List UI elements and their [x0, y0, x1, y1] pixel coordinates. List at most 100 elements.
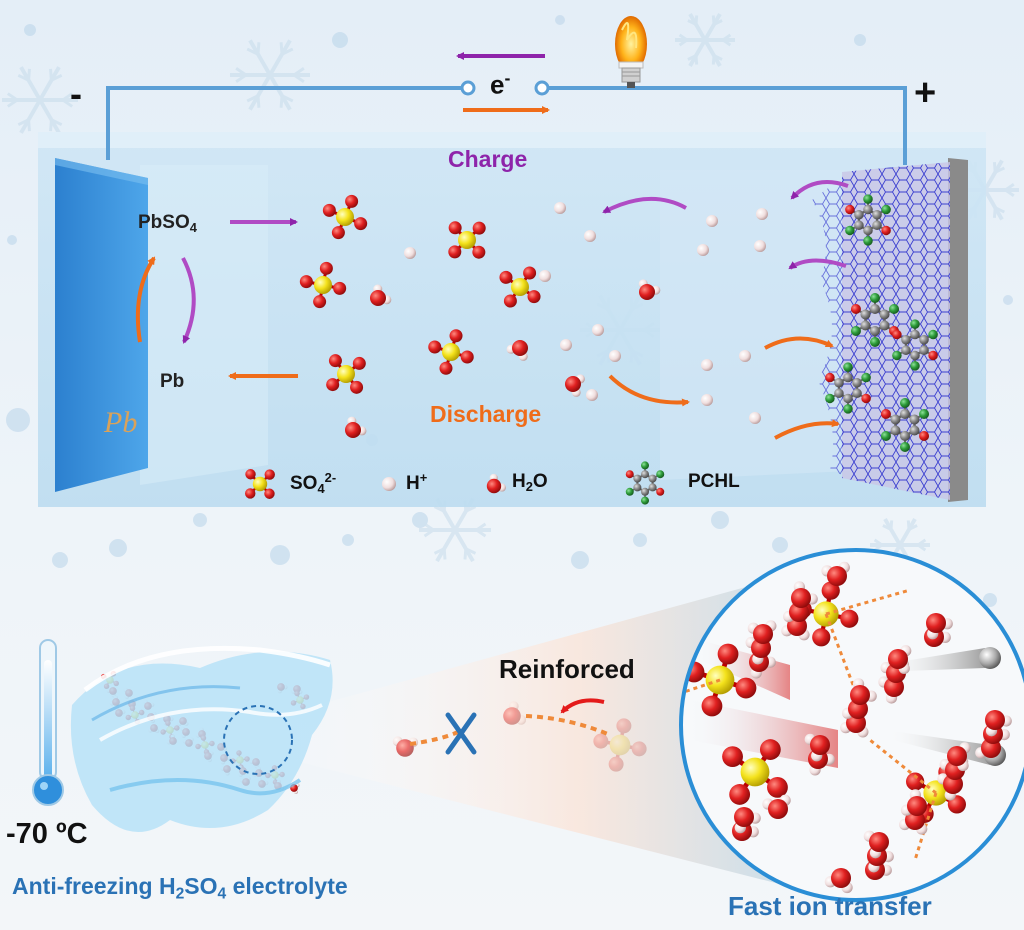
electrolyte-splash [70, 645, 333, 832]
carbon-atom [863, 204, 873, 215]
oxygen-atom [861, 393, 871, 404]
proton [609, 350, 621, 362]
oxygen-atom [313, 295, 327, 309]
oxygen-atom [753, 624, 773, 644]
electrolyte-caption-post: electrolyte [226, 873, 348, 899]
electrode-pb-mark: Pb [104, 406, 138, 439]
water-molecule [734, 807, 761, 834]
water-molecule [824, 868, 853, 894]
carbon-atom [919, 345, 929, 355]
oxygen-atom [370, 290, 386, 306]
proton [382, 477, 396, 491]
carbon-atom [901, 345, 911, 355]
magnified-view [679, 548, 1024, 902]
carbon-atom [648, 474, 657, 483]
legend-water-o: O [532, 471, 548, 492]
water-molecule [926, 613, 953, 640]
oxygen-atom [354, 217, 368, 231]
charge-label: Charge [448, 146, 528, 172]
snow-dot [711, 511, 729, 529]
water-molecule [486, 473, 506, 494]
thermometer-icon [32, 639, 64, 806]
chlorine-atom [861, 372, 871, 383]
oxygen-atom [345, 194, 359, 208]
oxygen-atom [881, 225, 891, 236]
legend-proton-text: H [406, 473, 420, 495]
legend-pchl: PCHL [688, 471, 740, 492]
oxygen-atom [735, 677, 757, 699]
carbon-atom [834, 378, 844, 388]
chlorine-atom [928, 329, 938, 340]
carbon-atom [879, 309, 890, 320]
sulfate-ion [245, 469, 275, 499]
oxygen-atom [319, 261, 333, 275]
chlorine-atom [863, 236, 873, 246]
cell-reaction-arrows [135, 180, 849, 440]
oxygen-atom [345, 422, 361, 438]
oxygen-atom [486, 478, 502, 494]
hydrogen-bond [824, 613, 857, 691]
proton [739, 350, 751, 362]
oxygen-atom [888, 649, 908, 669]
sulfur-atom [442, 343, 460, 361]
pchl-molecule [825, 362, 871, 414]
oxygen-atom [639, 284, 655, 300]
oxygen-atom [985, 710, 1005, 730]
water-molecule [900, 789, 927, 816]
separator-layer-left [140, 165, 268, 485]
water-molecule [345, 416, 367, 438]
sulfate-ion [326, 354, 366, 394]
oxygen-atom [448, 245, 462, 259]
oxygen-atom [322, 203, 336, 217]
carbon-atom [910, 329, 920, 340]
electrolyte-caption-pre: Anti-freezing H [12, 873, 176, 899]
electrolyte-caption: Anti-freezing H2SO4 electrolyte [12, 873, 348, 903]
electron-symbol: e [490, 69, 505, 100]
oxygen-atom [840, 609, 859, 628]
proton [754, 240, 766, 252]
snowflake-icon [230, 39, 310, 111]
oxygen-atom [328, 354, 342, 368]
molecule-layer [101, 194, 938, 795]
chlorine-atom [641, 496, 649, 505]
sulfur-atom [337, 365, 355, 383]
chlorine-atom [845, 225, 855, 236]
positive-terminal-label: + [914, 72, 937, 114]
proton [706, 215, 718, 227]
carbon-atom [633, 474, 642, 483]
oxygen-atom [759, 739, 781, 760]
hydrogen-bond [681, 678, 721, 702]
water-molecule [638, 279, 661, 300]
proton [539, 270, 551, 282]
chlorine-atom [825, 393, 835, 404]
chlorine-atom [850, 326, 861, 336]
sulfate-ion [428, 329, 474, 375]
oxygen-atom [245, 488, 256, 499]
oxygen-atom [928, 350, 938, 361]
snow-dot [983, 593, 997, 607]
legend-proton-sup: + [419, 470, 428, 485]
oxygen-atom [926, 613, 946, 633]
oxygen-atom [499, 270, 513, 284]
oxygen-atom [331, 226, 345, 240]
proton [701, 359, 713, 371]
proton [586, 389, 598, 401]
legend-water: H2O [512, 472, 548, 494]
proton [554, 202, 566, 214]
sulfur-atom [314, 276, 332, 294]
electrolyte-caption-sub1: 2 [175, 885, 185, 903]
legend-sulfate-sup: 2- [324, 470, 337, 485]
chlorine-atom [870, 337, 880, 347]
snow-dot [412, 512, 428, 528]
oxygen-atom [831, 868, 851, 888]
temperature-label: -70 ºC [6, 818, 88, 850]
proton [749, 412, 761, 424]
legend-water-sub: 2 [525, 478, 533, 494]
proton [404, 247, 416, 259]
oxygen-atom [449, 329, 463, 343]
sulfate-motion-trail [690, 700, 838, 768]
oxygen-atom [821, 581, 840, 600]
electron-label: e- [490, 69, 510, 100]
oxygen-atom [717, 643, 739, 665]
carbon-atom [919, 335, 929, 345]
